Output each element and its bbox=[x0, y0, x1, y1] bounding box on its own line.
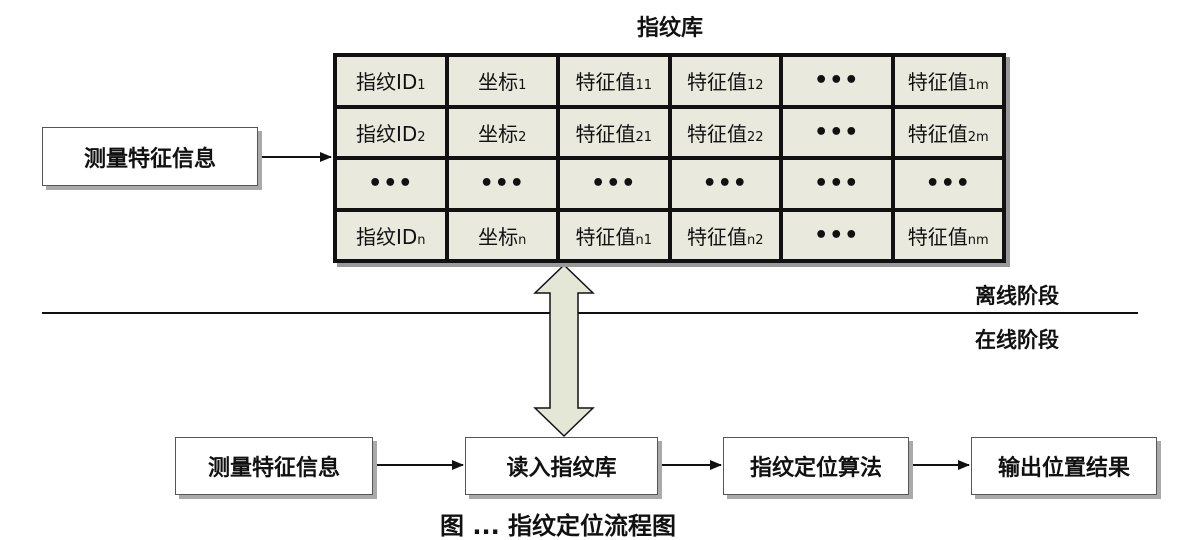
database-cell-text: ••• bbox=[479, 171, 525, 197]
database-cell: ••• bbox=[781, 55, 893, 107]
database-cell-subscript: n2 bbox=[746, 232, 764, 248]
online-step-1-label: 测量特征信息 bbox=[207, 456, 340, 481]
database-cell-text: ••• bbox=[368, 171, 414, 197]
database-cell-text: ••• bbox=[814, 119, 860, 145]
database-cell-subscript: 1 bbox=[518, 78, 527, 94]
database-cell-text: ••• bbox=[814, 222, 860, 248]
database-cell: ••• bbox=[781, 106, 893, 158]
database-cell: ••• bbox=[781, 158, 893, 210]
database-cell: ••• bbox=[558, 158, 670, 210]
database-cell-subscript: 2 bbox=[417, 129, 426, 145]
database-cell-subscript: 2 bbox=[518, 129, 527, 145]
database-cell-text: 坐标 bbox=[478, 70, 519, 95]
database-cell-subscript: 22 bbox=[746, 129, 764, 145]
database-cell-text: 特征值 bbox=[575, 224, 636, 249]
database-cell: 指纹IDn bbox=[335, 209, 447, 261]
online-step-read-database-box: 读入指纹库 bbox=[465, 437, 658, 495]
database-cell-text: 指纹ID bbox=[355, 121, 418, 146]
database-cell: ••• bbox=[335, 158, 447, 210]
database-cell-text: 特征值 bbox=[907, 224, 968, 249]
database-cell-text: ••• bbox=[814, 68, 860, 94]
database-cell: 坐标2 bbox=[446, 106, 558, 158]
database-cell-text: 特征值 bbox=[907, 121, 968, 146]
database-cell-text: 坐标 bbox=[478, 224, 519, 249]
database-cell: 特征值21 bbox=[558, 106, 670, 158]
database-cell-subscript: 1m bbox=[967, 78, 989, 94]
database-cell-text: ••• bbox=[702, 171, 748, 197]
diagram-connectors bbox=[42, 73, 1138, 470]
database-cell: 特征值11 bbox=[558, 55, 670, 107]
double-arrow-database-to-reader bbox=[533, 263, 595, 438]
database-cell: 特征值n2 bbox=[669, 209, 781, 261]
online-stage-label: 在线阶段 bbox=[975, 328, 1059, 352]
database-cell: 特征值nm bbox=[892, 209, 1004, 261]
database-cell-text: 指纹ID bbox=[355, 70, 418, 95]
database-cell: 特征值1m bbox=[892, 55, 1004, 107]
database-cell-subscript: 2m bbox=[967, 129, 989, 145]
online-step-localization-algorithm-box: 指纹定位算法 bbox=[723, 437, 909, 495]
database-cell-text: 指纹ID bbox=[355, 224, 418, 249]
database-cell-subscript: 21 bbox=[635, 129, 653, 145]
online-step-3-label: 指纹定位算法 bbox=[749, 456, 882, 481]
database-row: ••• ••• ••• ••• ••• ••• bbox=[335, 158, 1004, 210]
database-cell: ••• bbox=[446, 158, 558, 210]
database-cell: 坐标n bbox=[446, 209, 558, 261]
database-cell-text: 坐标 bbox=[478, 121, 519, 146]
database-cell-subscript: n1 bbox=[635, 232, 652, 248]
database-cell: 特征值n1 bbox=[558, 209, 670, 261]
database-cell-text: 特征值 bbox=[686, 70, 747, 95]
database-cell-text: ••• bbox=[925, 171, 971, 197]
database-cell-text: ••• bbox=[814, 171, 860, 197]
offline-stage-label: 离线阶段 bbox=[975, 284, 1059, 308]
database-cell-text: 特征值 bbox=[907, 70, 968, 95]
database-cell-subscript: n bbox=[518, 232, 527, 248]
database-cell: 指纹ID1 bbox=[335, 55, 447, 107]
database-cell: ••• bbox=[892, 158, 1004, 210]
database-cell: ••• bbox=[669, 158, 781, 210]
online-step-output-result-box: 输出位置结果 bbox=[971, 437, 1157, 495]
online-step-4-label: 输出位置结果 bbox=[997, 456, 1130, 481]
database-cell-text: 特征值 bbox=[575, 70, 636, 95]
database-cell-text: ••• bbox=[591, 171, 637, 197]
database-cell-text: 特征值 bbox=[686, 121, 747, 146]
database-cell-subscript: nm bbox=[967, 232, 989, 248]
offline-measured-feature-label: 测量特征信息 bbox=[83, 146, 216, 172]
online-step-2-label: 读入指纹库 bbox=[506, 456, 617, 481]
database-cell: 特征值22 bbox=[669, 106, 781, 158]
offline-measured-feature-box: 测量特征信息 bbox=[42, 127, 258, 186]
figure-caption: 图 ... 指纹定位流程图 bbox=[440, 512, 677, 540]
database-cell-subscript: n bbox=[417, 232, 426, 248]
database-cell: 坐标1 bbox=[446, 55, 558, 107]
database-title: 指纹库 bbox=[636, 16, 703, 41]
database-cell-text: 特征值 bbox=[575, 121, 636, 146]
database-cell-subscript: 12 bbox=[746, 78, 764, 94]
database-cell-subscript: 11 bbox=[635, 78, 653, 94]
database-cell: ••• bbox=[781, 209, 893, 261]
database-cell-subscript: 1 bbox=[417, 78, 426, 94]
database-cell: 特征值2m bbox=[892, 106, 1004, 158]
database-cell: 指纹ID2 bbox=[335, 106, 447, 158]
database-cell: 特征值12 bbox=[669, 55, 781, 107]
database-cell-text: 特征值 bbox=[686, 224, 747, 249]
online-step-measured-feature-box: 测量特征信息 bbox=[175, 437, 373, 495]
